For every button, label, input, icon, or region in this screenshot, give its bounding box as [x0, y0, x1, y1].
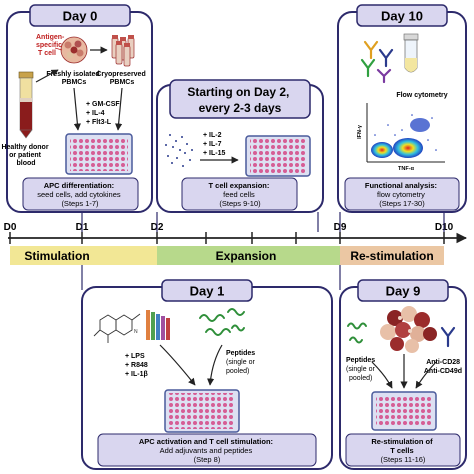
peptide-arrow	[206, 344, 223, 386]
peptides-icon	[199, 308, 245, 336]
day10-caption: Functional analysis: flow cytometry (Ste…	[365, 181, 439, 208]
day10-caption-box	[344, 177, 460, 211]
day0-panel: Day 0 Antigen- specific T cell	[1, 4, 153, 213]
phase-stimulation: Stimulation	[24, 249, 89, 263]
phase-expansion: Expansion	[216, 249, 277, 263]
day2-caption-box	[181, 177, 298, 211]
svg-text:N: N	[134, 329, 138, 335]
day0-cytokines: + GM-CSF + IL-4 + Flt3-L	[86, 101, 122, 126]
receptor-icon	[146, 310, 170, 340]
antigen-label: Antigen- specific T cell	[36, 34, 66, 57]
timeline: D0 D1 D2 D9 D10 Stimulation Expansion Re…	[4, 212, 468, 290]
restimulation-band	[340, 246, 444, 265]
pbmc-cluster-icon	[60, 36, 88, 64]
day1-caption: APC activation and T cell stimulation: A…	[139, 437, 275, 464]
day1-caption-box	[97, 433, 317, 467]
day9-peptides-icon	[347, 322, 367, 344]
day1-peptides-label: Peptides (single or pooled)	[226, 350, 257, 375]
flow-label: Flow cytometry	[396, 92, 447, 99]
day9-peptides-label: Peptides (single or pooled)	[346, 357, 377, 382]
adjuvant-arrow	[159, 344, 196, 386]
flow-tube-icon	[403, 33, 419, 73]
antigen-pointer	[54, 47, 63, 51]
molecule-icon: N	[93, 313, 141, 343]
day9-caption: Re-stimulation of T cells (Steps 11-16)	[371, 437, 434, 464]
day0-caption-box	[22, 177, 139, 211]
day10-panel: Day 10 Flow cytometry	[337, 4, 467, 213]
day0-title: Day 0	[63, 9, 98, 24]
day2-cytokines: + IL-2 + IL-7 + IL-15	[203, 132, 225, 157]
day2-plate-icon	[245, 135, 311, 177]
stimulation-band	[10, 246, 157, 265]
day1-plate-icon	[164, 389, 240, 433]
day2-caption: T cell expansion: feed cells (Steps 9-10…	[209, 181, 272, 208]
day9-plate-icon	[371, 391, 437, 431]
blood-tube-icon	[18, 71, 34, 139]
cryo-pbmc-label: Cryopreserved PBMCs	[96, 71, 147, 86]
fresh-pbmc-label: Freshly isolated PBMCs	[46, 71, 101, 86]
day0-caption: APC differentiation: seed cells, add cyt…	[37, 181, 122, 208]
day0-plate-icon	[65, 133, 133, 175]
day10-header	[356, 4, 448, 27]
timeline-ticks	[9, 232, 445, 244]
phase-restimulation: Re-stimulation	[350, 249, 433, 263]
day1-header	[161, 279, 253, 302]
day9-antibody-label: Anti-CD28 Anti-CD49d	[424, 359, 462, 375]
cell-cluster-icon	[380, 306, 437, 353]
day9-caption-box	[345, 433, 461, 467]
day2-header	[169, 79, 311, 119]
marker-d0: D0	[4, 222, 17, 233]
day0-header	[29, 4, 131, 27]
day9-peptide-arrow	[371, 361, 393, 389]
day1-panel: Day 1 N + LPS + R848 + IL	[81, 279, 333, 470]
day9-panel: Day 9 Peptides (single or pooled)	[339, 279, 467, 470]
day9-antibody-icon	[440, 326, 456, 348]
tube-to-pbmc-arrow	[35, 69, 59, 83]
antibody-icons	[360, 40, 394, 84]
day2-panel: Starting on Day 2, every 2-3 days + IL-2…	[156, 79, 324, 213]
cryovials-icon	[111, 35, 135, 67]
timeline-connectors	[81, 212, 445, 290]
day1-adjuvants: + LPS + R848 + IL-1β	[125, 353, 150, 378]
day2-title: Starting on Day 2, every 2-3 days	[187, 85, 292, 115]
donor-label: Healthy donor or patient blood	[1, 144, 50, 167]
expansion-band	[157, 246, 340, 265]
day9-title: Day 9	[386, 284, 421, 299]
cytokine-particles-icon	[165, 134, 193, 167]
day1-title: Day 1	[190, 284, 225, 299]
day9-header	[357, 279, 449, 302]
fresh-to-plate-arrow	[73, 87, 81, 131]
day10-title: Day 10	[381, 9, 423, 24]
flow-y-axis-label: IFN-γ	[357, 124, 363, 139]
flow-x-axis-label: TNF-α	[398, 166, 415, 172]
day9-antibody-arrow	[415, 361, 437, 389]
flow-cytometry-plot-icon	[366, 103, 445, 163]
cryo-to-plate-arrow	[115, 87, 123, 131]
